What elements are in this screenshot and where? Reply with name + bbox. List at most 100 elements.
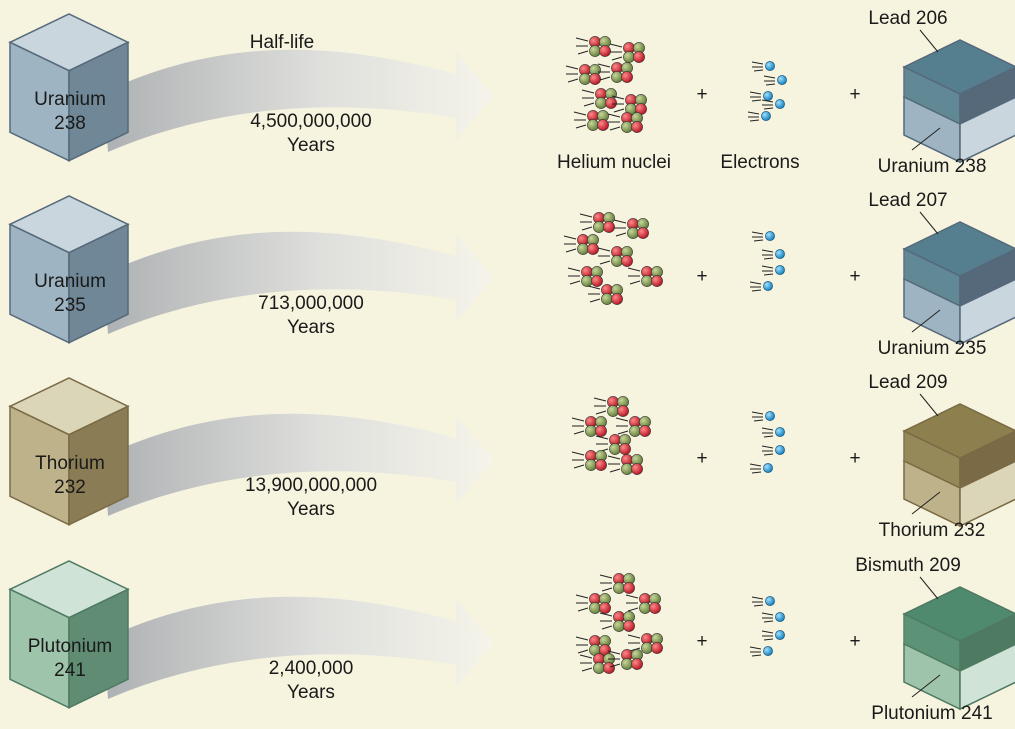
helium-nucleus [571,450,607,471]
parent-mass-number: 241 [54,660,86,681]
electron [749,91,773,102]
electron [761,445,785,456]
helium-nuclei-cluster [563,212,663,305]
product-cube [902,221,1015,346]
electron [761,630,785,641]
helium-nucleus [571,416,607,437]
half-life-unit: Years [287,317,335,338]
electrons-cluster [749,596,785,657]
electrons-cluster [749,411,785,474]
parent-layer-right [959,460,1015,528]
half-life-value: 13,900,000,000 [245,475,377,496]
daughter-layer-right [959,66,1015,126]
plus-sign: + [849,631,860,652]
helium-nucleus [609,42,645,63]
half-life-arrow [104,596,494,699]
daughter-product-label: Bismuth 209 [855,555,961,576]
daughter-product-label: Lead 206 [868,8,947,29]
parent-element-name: Uranium [34,89,106,110]
helium-nucleus [579,212,615,233]
helium-nucleus [579,653,615,674]
electron [751,61,775,72]
helium-nucleus [625,593,661,614]
parent-cube [8,560,130,709]
plus-sign: + [696,84,707,105]
electron [751,231,775,242]
electron [749,646,773,657]
electrons-cluster [747,61,787,122]
half-life-unit: Years [287,135,335,156]
helium-nucleus [567,266,603,287]
helium-nuclei-cluster [575,573,663,674]
remaining-parent-label: Plutonium 241 [871,703,992,724]
helium-nucleus [615,416,651,437]
plus-sign: + [696,631,707,652]
daughter-layer-right [959,248,1015,308]
helium-nucleus [573,110,609,131]
helium-nucleus [595,434,631,455]
half-life-value: 4,500,000,000 [250,111,372,132]
daughter-layer-right [959,613,1015,673]
helium-nucleus [575,36,611,57]
daughter-product-label: Lead 209 [868,372,947,393]
half-life-heading: Half-life [250,32,314,53]
helium-nucleus [575,593,611,614]
parent-mass-number: 238 [54,113,86,134]
electrons-label: Electrons [720,152,799,173]
helium-nucleus [599,611,635,632]
plus-sign: + [849,84,860,105]
electron [747,111,771,122]
half-life-arrow [104,49,494,152]
half-life-arrow [104,231,494,334]
half-life-value: 713,000,000 [258,293,364,314]
helium-nucleus [563,234,599,255]
helium-nucleus [613,218,649,239]
helium-nuclei-cluster [565,36,647,133]
half-life-arrow [104,413,494,516]
parent-mass-number: 232 [54,477,86,498]
product-cube [902,586,1015,711]
helium-nucleus [597,246,633,267]
remaining-parent-label: Thorium 232 [879,520,986,541]
electron [763,75,787,86]
electron [761,265,785,276]
daughter-leader-line [919,393,939,417]
half-life-value: 2,400,000 [269,658,354,679]
electron [751,596,775,607]
plus-sign: + [849,448,860,469]
parent-cube [8,13,130,162]
helium-nucleus [599,573,635,594]
product-cube [902,39,1015,164]
helium-nucleus [607,112,643,133]
electrons-cluster [749,231,785,292]
daughter-leader-line [919,211,939,235]
remaining-leader-line [911,309,941,333]
half-life-unit: Years [287,499,335,520]
half-life-unit: Years [287,682,335,703]
electron [751,411,775,422]
remaining-parent-label: Uranium 235 [878,338,987,359]
parent-element-name: Uranium [34,271,106,292]
plus-sign: + [696,448,707,469]
electron [761,99,785,110]
parent-element-name: Thorium [35,453,105,474]
remaining-leader-line [911,491,941,515]
helium-nucleus [593,396,629,417]
electron [749,281,773,292]
helium-nucleus [607,454,643,475]
product-cube [902,403,1015,528]
daughter-layer-right [959,430,1015,490]
helium-nucleus [607,649,643,670]
helium-nucleus [575,635,611,656]
plus-sign: + [849,266,860,287]
remaining-leader-line [911,127,941,151]
helium-nucleus [581,88,617,109]
electron [761,427,785,438]
electron [749,463,773,474]
parent-layer-right [959,96,1015,164]
